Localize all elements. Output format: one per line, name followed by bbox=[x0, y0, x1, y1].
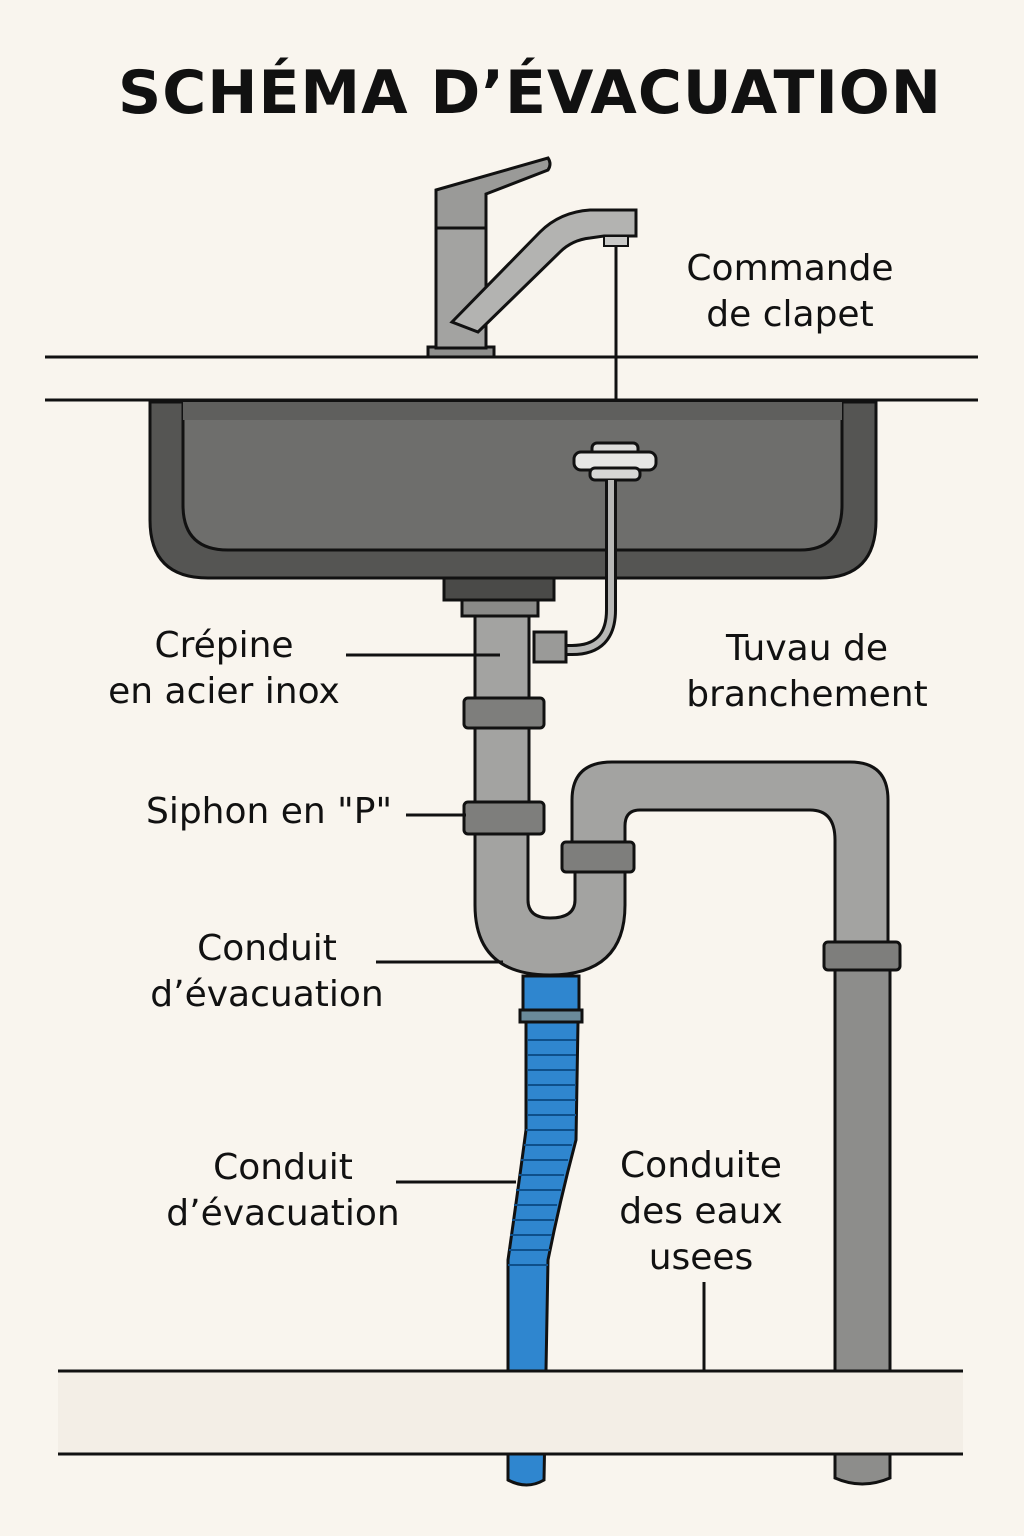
faucet-icon bbox=[426, 156, 638, 359]
drain-body bbox=[442, 576, 556, 602]
floor-band bbox=[58, 1372, 963, 1454]
label-conduit-evacuation-1: Conduit d’évacuation bbox=[150, 928, 384, 1015]
label-conduite-eaux-usees: Conduite des eaux usees bbox=[619, 1145, 783, 1278]
nut-lower bbox=[462, 800, 546, 836]
diagram-title: SCHÉMA D’ÉVACUATION bbox=[117, 58, 943, 128]
label-commande-clapet: Commande de clapet bbox=[686, 248, 894, 335]
label-crepine: Crépine en acier inox bbox=[108, 625, 340, 712]
side-connector bbox=[532, 630, 568, 664]
label-siphon: Siphon en "P" bbox=[145, 791, 393, 832]
label-conduit-evacuation-2: Conduit d’évacuation bbox=[166, 1147, 400, 1234]
strainer-tailpiece bbox=[473, 614, 531, 702]
waste-water-pipe bbox=[833, 968, 892, 1486]
nut-upper bbox=[462, 696, 546, 730]
stopper-icon bbox=[572, 441, 658, 482]
trap-nut bbox=[560, 840, 636, 874]
label-tuyau-branchement: Tuvau de branchement bbox=[686, 628, 928, 715]
wall-pipe-nut bbox=[822, 940, 902, 972]
sink-basin-icon bbox=[148, 400, 878, 580]
flex-hose-icon bbox=[506, 974, 584, 1487]
